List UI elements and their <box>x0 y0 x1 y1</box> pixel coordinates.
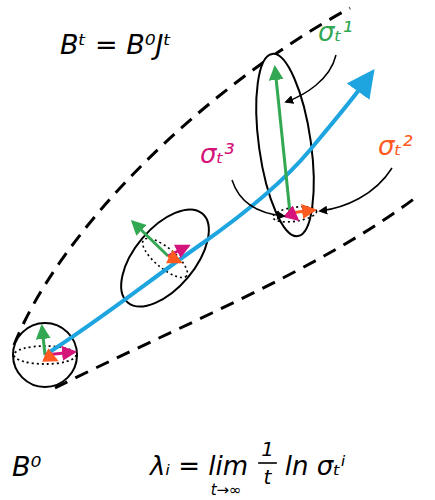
exponent-formula: λᵢ = lim <box>150 452 248 481</box>
leader-line <box>232 180 284 216</box>
singular-value-label: σₜ¹ <box>318 18 353 47</box>
axis-2 <box>168 256 180 262</box>
cone-boundary <box>55 198 415 388</box>
axis-3 <box>168 246 188 256</box>
initial-ball-label: B⁰ <box>12 452 41 482</box>
singular-value-label: σₜ³ <box>200 140 235 169</box>
fraction-bar <box>258 462 277 464</box>
axis-2 <box>290 210 314 213</box>
initial-sphere <box>13 323 77 387</box>
trajectory <box>45 78 368 355</box>
axis-2 <box>45 355 56 360</box>
axis-1 <box>275 68 290 213</box>
axis-1 <box>133 222 168 256</box>
fraction-denominator: t <box>264 466 272 488</box>
leader-line <box>320 168 392 211</box>
axis-3 <box>290 213 297 219</box>
axis-3 <box>45 352 74 355</box>
transform-equation: Bᵗ = B⁰Jᵗ <box>60 30 172 60</box>
fraction-numerator: 1 <box>261 438 274 460</box>
axis-1 <box>42 327 45 355</box>
cone-boundary <box>14 8 350 345</box>
limit-subscript: t→∞ <box>211 482 242 499</box>
leader-line <box>286 55 336 102</box>
exponent-formula: ln σₜⁱ <box>285 452 346 481</box>
singular-value-label: σₜ² <box>378 132 413 161</box>
